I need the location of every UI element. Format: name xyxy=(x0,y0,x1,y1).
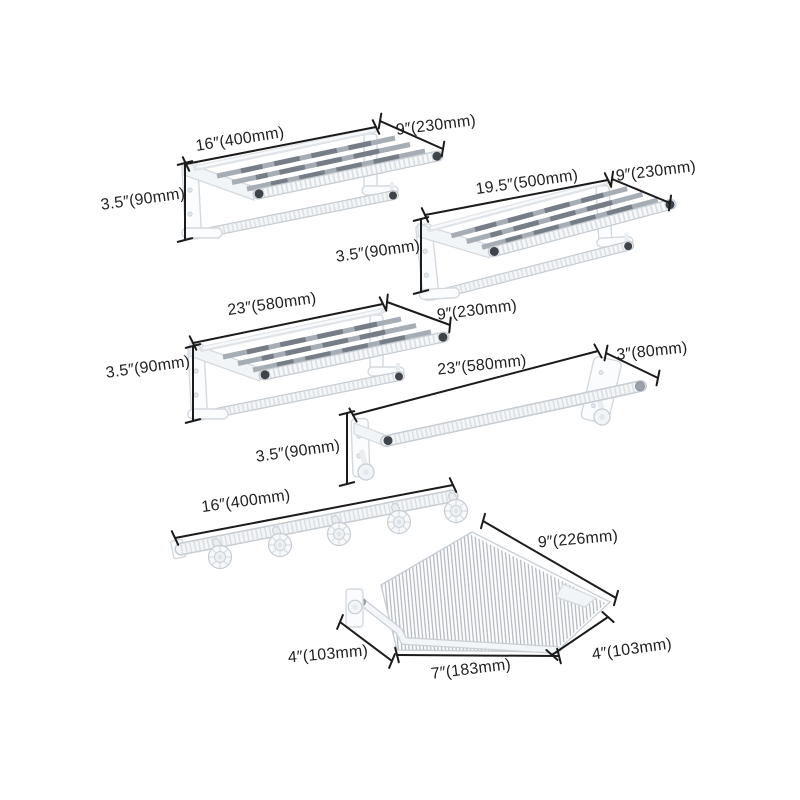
crystal-hook xyxy=(386,503,412,535)
dim-lines-corner-shelf xyxy=(336,512,620,669)
hook-rail-16in-render xyxy=(170,489,469,570)
crystal-hook xyxy=(207,538,233,570)
dim-lines-towel-bar xyxy=(338,343,661,487)
crystal-hook xyxy=(443,492,469,524)
dim-lines-hook-rail xyxy=(170,477,458,546)
towel-shelf-19in-render xyxy=(414,178,679,301)
crystal-hook xyxy=(267,526,293,558)
crystal-hook xyxy=(326,515,352,547)
towel-shelf-23in-render xyxy=(188,311,448,420)
corner-shelf-render xyxy=(345,529,612,654)
towel-bar-23in-render xyxy=(350,355,647,481)
dim-lines-towel-shelf-23 xyxy=(184,293,452,424)
dim-lines-towel-shelf-19 xyxy=(412,170,673,295)
towel-shelf-16in-render xyxy=(182,130,442,239)
dim-lines-towel-shelf-16 xyxy=(176,112,446,243)
